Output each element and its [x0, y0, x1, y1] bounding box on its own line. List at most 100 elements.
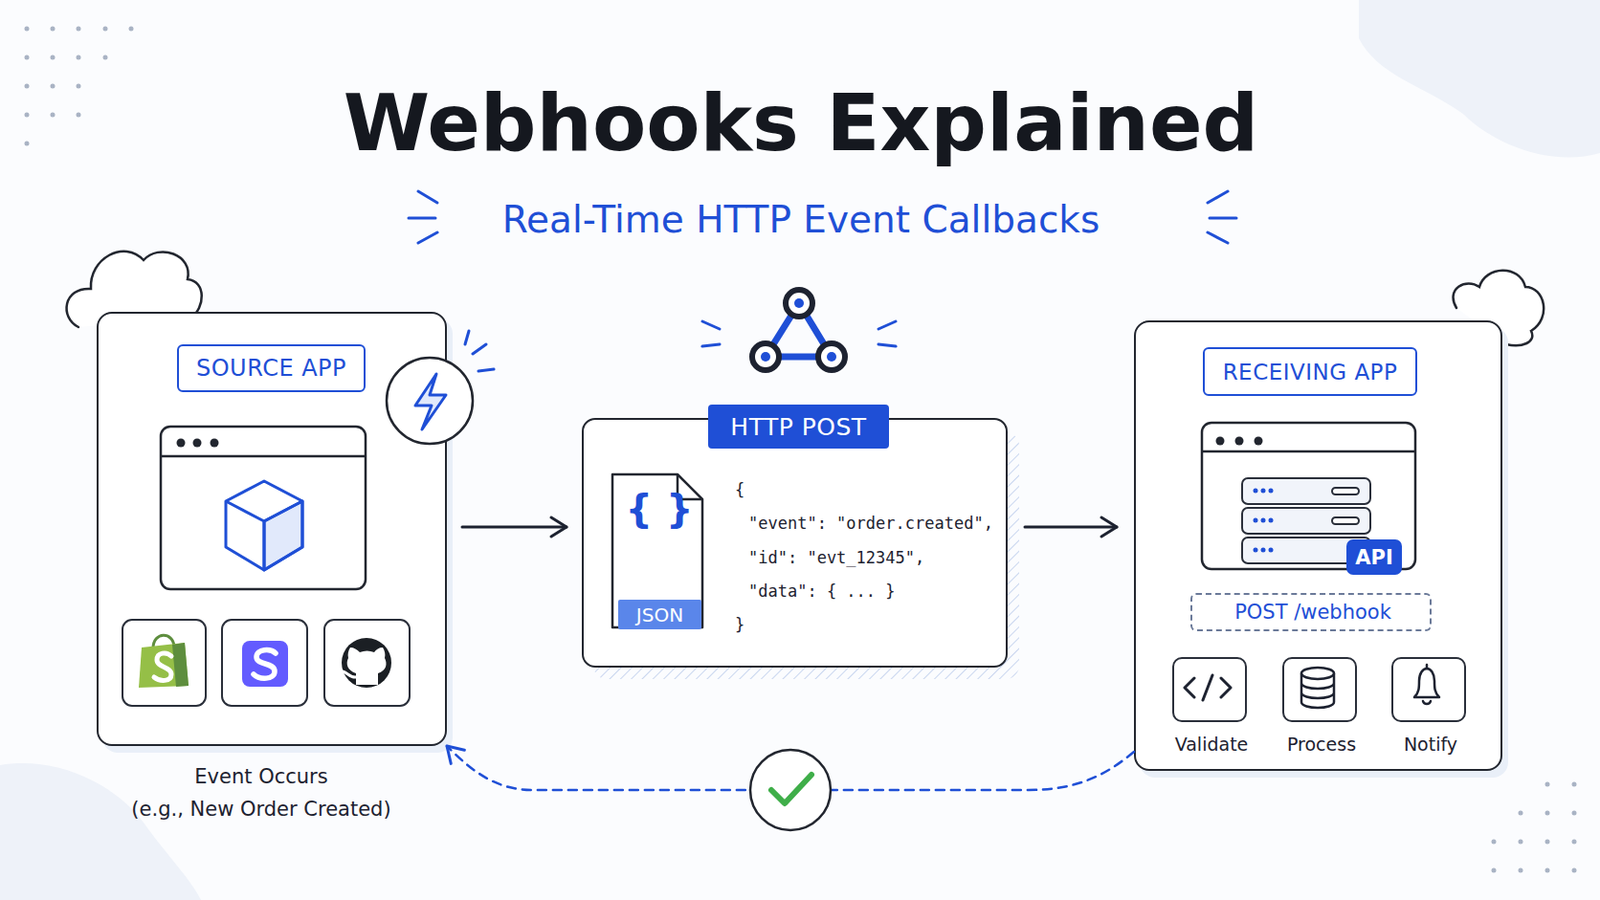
arrow-head: [446, 746, 465, 764]
bell-icon: [1414, 665, 1440, 705]
dot-grid: [1572, 811, 1578, 817]
dot-grid: [1572, 840, 1578, 845]
dot-grid: [50, 26, 56, 32]
code-line: "data": { ... }: [748, 579, 896, 603]
caption-line: Event Occurs: [0, 765, 740, 789]
dot-grid: [76, 55, 82, 61]
event-trigger-icon: [465, 331, 494, 372]
server-window: [1254, 437, 1264, 446]
webhook-logo: [794, 298, 804, 309]
api-badge: API: [1346, 539, 1402, 576]
server-rack: [1242, 508, 1371, 534]
json-file-icon: [677, 474, 703, 500]
event-trigger-icon: [472, 344, 487, 355]
dot-grid: [1518, 868, 1524, 874]
subtitle-sparks: [418, 191, 438, 203]
code-line: "id": "evt_12345",: [748, 546, 925, 570]
logo-tile: [324, 620, 410, 707]
step-label: Process: [1255, 732, 1388, 757]
shopify-logo: [154, 653, 172, 681]
dot-grid: [24, 26, 1578, 874]
subtitle: Real-Time HTTP Event Callbacks: [322, 198, 1280, 242]
shopify-logo: [153, 635, 175, 649]
ack-arrow: [446, 746, 1134, 791]
event-trigger-icon: [415, 374, 446, 430]
step-tile: Validate: [1172, 657, 1247, 723]
bell-icon: [1422, 665, 1431, 705]
event-trigger-icon: [386, 331, 494, 445]
server-window: [1235, 437, 1245, 446]
endpoint-box: POST /webhook: [1190, 593, 1432, 632]
server-rack: [1253, 518, 1259, 524]
dot-grid: [1545, 782, 1551, 788]
dot-grid: [50, 84, 56, 89]
corner-blob: [0, 763, 201, 900]
panel-heading: RECEIVING APP: [1202, 347, 1418, 397]
subtitle-sparks: [1209, 217, 1237, 221]
json-file-icon: [612, 474, 703, 628]
server-rack: [1332, 488, 1359, 495]
arrow-head: [551, 517, 567, 537]
browser-window: [160, 426, 366, 590]
event-trigger-icon: [465, 331, 469, 345]
server-window: [1216, 437, 1225, 446]
shopify-logo: [138, 643, 189, 689]
server-window: [1201, 450, 1416, 454]
webhook-logo: [752, 343, 779, 371]
dot-grid: [24, 141, 30, 147]
flow-arrow: [1024, 517, 1117, 537]
database-icon: [1301, 667, 1334, 680]
server-rack: [1261, 518, 1267, 524]
webhook-logo: [702, 321, 720, 330]
dot-grid: [103, 55, 109, 61]
subtitle-sparks: [1207, 191, 1228, 203]
subtitle-sparks: [408, 217, 436, 221]
dot-grid: [1545, 868, 1551, 874]
json-file-icon: [612, 474, 703, 628]
dot-grid: [1545, 840, 1551, 845]
stripe-logo: [253, 650, 276, 680]
logo-tile: [222, 620, 308, 707]
code-line: }: [734, 613, 745, 637]
dot-grid: [50, 112, 56, 118]
bell-icon: [1414, 668, 1440, 698]
browser-window: [160, 426, 366, 590]
event-trigger-icon: [478, 369, 494, 372]
server-rack: [1332, 517, 1359, 525]
github-logo: [347, 647, 387, 686]
webhook-logo: [878, 344, 896, 347]
server-rack: [1268, 548, 1274, 554]
server-rack: [1242, 537, 1371, 564]
dot-grid: [24, 55, 30, 61]
event-trigger-icon: [386, 357, 473, 445]
code-line: {: [734, 478, 745, 502]
code-icon: [1184, 675, 1231, 701]
browser-window: [193, 439, 202, 448]
diagram-title: Webhooks Explained: [131, 77, 1471, 169]
dot-grid: [1518, 811, 1524, 817]
connector-line: [1024, 526, 1117, 530]
server-rack: [1242, 478, 1371, 505]
server-rack: [1261, 488, 1267, 494]
step-label: Validate: [1145, 732, 1278, 757]
app-panel: RECEIVING APPAPIPOST /webhookValidatePro…: [1133, 320, 1503, 772]
dot-grid: [24, 84, 30, 89]
server-rack: [1242, 478, 1371, 564]
dot-grid: [1491, 840, 1497, 845]
webhook-logo: [702, 344, 720, 347]
badge-text: API: [1346, 539, 1402, 576]
step-label: Notify: [1364, 732, 1497, 757]
webhook-logo: [785, 289, 813, 317]
server-window: [1201, 422, 1416, 570]
dot-grid: [76, 26, 82, 32]
webhook-logo: [826, 352, 837, 362]
cube-icon: [225, 481, 303, 571]
server-window: [1201, 422, 1416, 570]
webhook-logo: [702, 321, 896, 347]
server-rack: [1268, 518, 1274, 524]
dot-grid: [1491, 868, 1497, 874]
success-check: [771, 775, 812, 804]
